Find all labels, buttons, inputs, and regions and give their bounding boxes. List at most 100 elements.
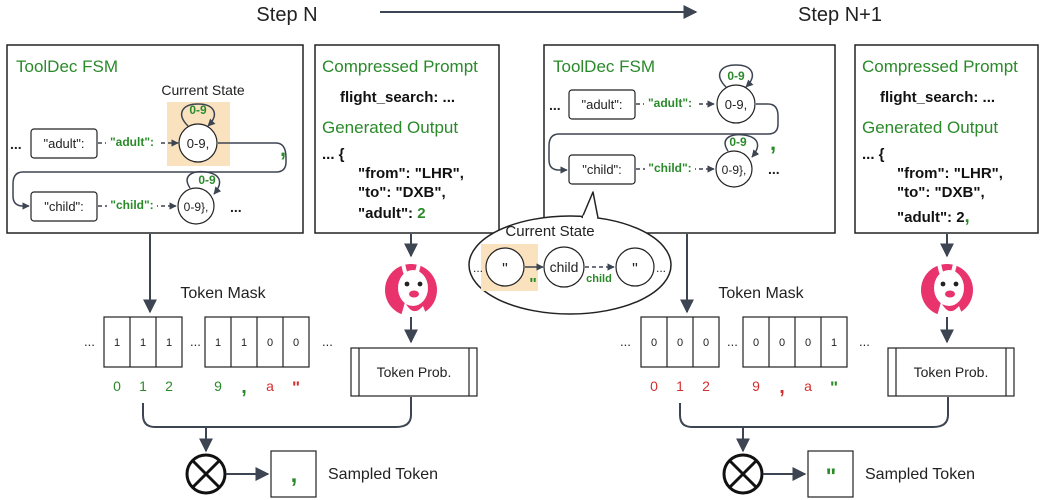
token-label: 9 (752, 378, 760, 394)
token-label: 0 (650, 378, 658, 394)
token-label: , (241, 376, 247, 398)
token-mask-title: Token Mask (180, 285, 266, 302)
token-mask: ... 0 0 0 ... 0 0 0 1 ... (620, 316, 870, 368)
token-label: a (804, 378, 812, 394)
multiply-icon (185, 453, 227, 495)
mask-dots: ... (190, 334, 201, 349)
state-adult-key (568, 89, 636, 120)
bubble-state-mid-label: child (550, 259, 579, 275)
dots-left: ... (10, 136, 22, 152)
state-adult-key-label: "adult": (581, 97, 622, 112)
sampled-token-label: Sampled Token (865, 466, 975, 483)
output-line: "adult": 2 (897, 209, 965, 226)
loop-digits-2 (186, 170, 222, 195)
mask-cell: 0 (293, 337, 299, 349)
mask-dots: ... (859, 334, 870, 349)
step-n1-prompt-panel: Compressed Prompt flight_search: ... Gen… (854, 44, 1039, 234)
step-n-fsm-panel: ToolDec FSM Current State ... "adult": "… (6, 44, 304, 234)
token-prob-label: Token Prob. (914, 364, 989, 380)
edge-adult-label: "adult": (110, 135, 154, 149)
mask-cell: 1 (215, 337, 221, 349)
token-prob-box: Token Prob. (350, 347, 478, 397)
bubble-state-left (485, 247, 525, 287)
mask-cell: 0 (805, 337, 811, 349)
output-value: 2 (417, 205, 425, 222)
mask-cell: 0 (677, 337, 683, 349)
mask-group-1 (103, 316, 183, 368)
mask-cell: 0 (703, 337, 709, 349)
dots-right: ... (768, 161, 780, 177)
mask-dots: ... (322, 334, 333, 349)
bubble-dots-right: ... (656, 261, 666, 275)
dots-right: ... (230, 199, 242, 215)
fsm-title: ToolDec FSM (16, 57, 118, 76)
token-label: 2 (165, 378, 173, 394)
token-label: " (292, 378, 300, 397)
output-value: , (965, 206, 970, 226)
bubble-state-left-label: " (502, 261, 508, 278)
edge-adult-label: "adult": (648, 96, 692, 110)
output-title: Generated Output (322, 118, 458, 137)
state-adult-key (30, 128, 98, 159)
token-mask: ... 1 1 1 ... 1 1 0 0 ... (84, 316, 333, 368)
state-child-key-label: "child": (44, 199, 84, 214)
merge-lines (679, 397, 949, 428)
token-label: 0 (113, 378, 121, 394)
multiply-icon (722, 453, 764, 495)
output-line: ... { (862, 146, 885, 163)
loop-digits (180, 103, 216, 127)
token-labels: 0 1 2 9 , a " (650, 376, 838, 398)
state-digits-end (715, 150, 753, 188)
bubble-title: Current State (505, 223, 594, 240)
prompt-title: Compressed Prompt (322, 57, 478, 76)
state-digits-label: 0-9, (725, 97, 747, 112)
state-adult-key-label: "adult": (43, 136, 84, 151)
output-line-last: "adult": 2, (897, 206, 970, 226)
output-line: "adult": (358, 205, 417, 222)
step-n1-title: Step N+1 (798, 4, 882, 26)
state-child-key-label: "child": (582, 162, 622, 177)
sampled-token: , (291, 461, 298, 488)
current-state-bubble: Current State ... " " child child " ... (468, 191, 672, 315)
prompt-title: Compressed Prompt (862, 57, 1018, 76)
state-digits-label: 0-9, (187, 136, 209, 151)
output-title: Generated Output (862, 118, 998, 137)
state-digits (716, 84, 756, 124)
mask-cell: 1 (241, 337, 247, 349)
loop-digits-2-label: 0-9 (729, 135, 747, 149)
dots-left: ... (549, 97, 561, 113)
edge-comma-label: , (770, 130, 776, 155)
mask-cell: 0 (753, 337, 759, 349)
token-prob-box: Token Prob. (887, 347, 1015, 397)
step-n-title: Step N (256, 4, 317, 26)
merge-lines (142, 397, 412, 428)
state-child-key (30, 191, 98, 222)
prompt-text: flight_search: ... (880, 89, 995, 106)
llama-icon (921, 258, 973, 321)
step-n-prompt-panel: Compressed Prompt flight_search: ... Gen… (314, 44, 500, 234)
sampled-token-box (807, 450, 854, 498)
edge-comma (12, 142, 287, 210)
edge-child-label: "child": (648, 161, 691, 175)
token-label: 1 (676, 378, 684, 394)
token-prob-label: Token Prob. (377, 364, 452, 380)
sampled-token-box (270, 450, 317, 498)
mask-cell: 1 (831, 337, 837, 349)
token-label: , (779, 376, 785, 398)
mask-dots: ... (84, 334, 95, 349)
current-state-label: Current State (161, 82, 244, 98)
bubble-state-mid (543, 246, 585, 288)
edge-child-label: "child": (110, 198, 153, 212)
mask-cell: 0 (267, 337, 273, 349)
state-digits-end (177, 187, 215, 225)
output-line-last: "adult": 2 (358, 205, 426, 222)
bubble-edge-quote-label: " (529, 276, 537, 293)
mask-dots: ... (727, 334, 738, 349)
token-label: 9 (214, 378, 222, 394)
loop-digits-label: 0-9 (727, 69, 745, 83)
loop-digits (718, 64, 754, 88)
mask-cell: 1 (140, 337, 146, 349)
bubble-edge-child-label: child (586, 273, 612, 285)
token-label: " (830, 378, 838, 397)
